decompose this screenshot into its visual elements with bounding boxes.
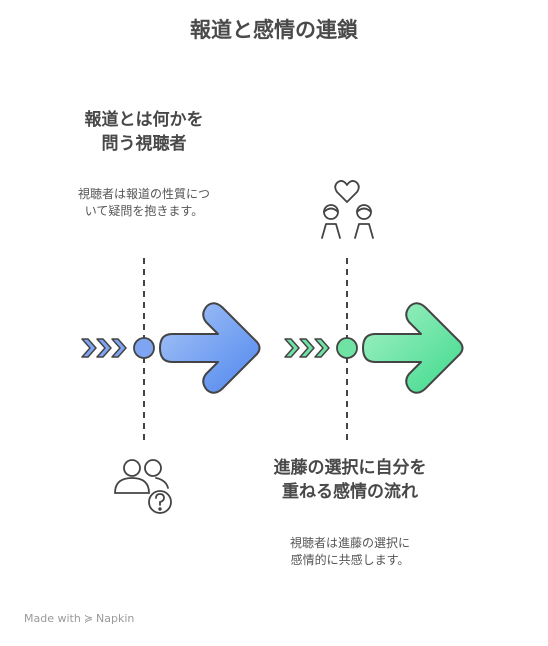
step1-chevrons-icon (81, 338, 127, 358)
step1-heading: 報道とは何かを 問う視聴者 (84, 110, 204, 154)
step2-node (336, 337, 358, 359)
step1-description: 視聴者は報道の性質につ いて疑問を抱きます。 (77, 187, 210, 218)
napkin-logo-icon: ≽ (83, 612, 94, 625)
brand-name: Napkin (96, 612, 135, 625)
made-with-label: Made with (24, 612, 81, 625)
step2-chevrons-icon (284, 338, 330, 358)
step2-arrow-icon (362, 302, 464, 394)
step1-node (133, 337, 155, 359)
page-title: 報道と感情の連鎖 (190, 18, 358, 42)
step2-heading: 進藤の選択に自分を 重ねる感情の流れ (273, 458, 427, 502)
couple-heart-icon (321, 180, 374, 239)
users-question-icon (114, 459, 172, 514)
step1-arrow-icon (159, 302, 261, 394)
step2-description: 視聴者は進藤の選択に 感情的に共感します。 (289, 536, 410, 567)
footer-attribution[interactable]: Made with ≽ Napkin (24, 612, 134, 625)
